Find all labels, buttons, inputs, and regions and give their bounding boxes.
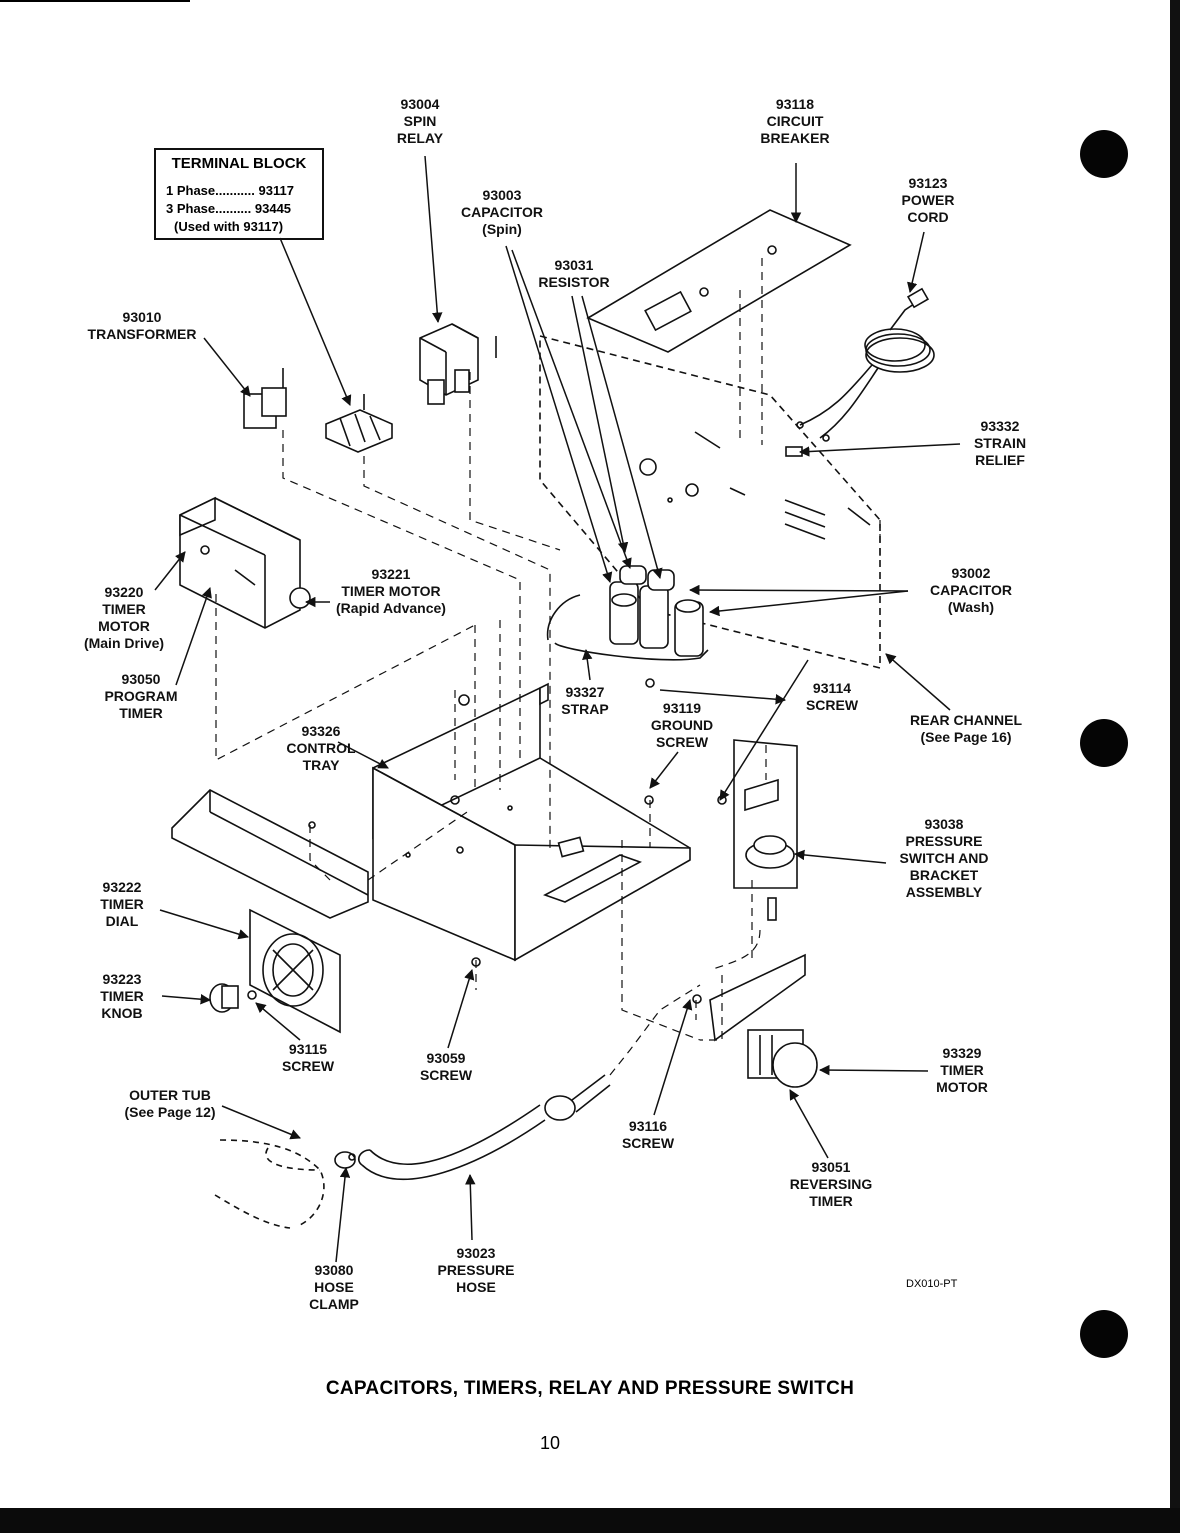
strain-relief bbox=[785, 446, 803, 457]
binder-hole-top bbox=[1080, 130, 1128, 178]
label-program-timer: 93050 PROGRAM TIMER bbox=[104, 671, 178, 721]
label-hose-clamp: 93080 HOSE CLAMP bbox=[309, 1262, 359, 1312]
label-spin-relay: 93004 SPIN RELAY bbox=[396, 96, 444, 146]
terminal-block-box: TERMINAL BLOCK 1 Phase........... 93117 … bbox=[154, 148, 324, 240]
terminal-block-row-3phase: 3 Phase.......... 93445 bbox=[166, 201, 292, 216]
binder-hole-bottom bbox=[1080, 1310, 1128, 1358]
timer-knob bbox=[209, 983, 257, 1013]
label-timer-motor-93329: 93329 TIMER MOTOR bbox=[936, 1045, 988, 1095]
hose-clamp bbox=[334, 1151, 356, 1169]
label-reversing-timer: 93051 REVERSING TIMER bbox=[789, 1159, 873, 1209]
capacitors bbox=[609, 565, 704, 657]
label-screw-93115: 93115 SCREW bbox=[281, 1041, 335, 1074]
screws bbox=[308, 678, 727, 1004]
transformer bbox=[243, 368, 287, 429]
label-outer-tub: OUTER TUB (See Page 12) bbox=[124, 1087, 216, 1120]
label-pressure-switch-assembly: 93038 PRESSURE SWITCH AND BRACKET ASSEMB… bbox=[899, 816, 989, 900]
top-rule bbox=[0, 0, 190, 2]
label-circuit-breaker: 93118 CIRCUIT BREAKER bbox=[760, 96, 830, 146]
binder-hole-middle bbox=[1080, 719, 1128, 767]
label-transformer: 93010 TRANSFORMER bbox=[87, 309, 197, 342]
leader-lines bbox=[154, 155, 961, 1263]
terminal-block-row-1phase: 1 Phase........... 93117 bbox=[166, 183, 294, 198]
circuit-breaker-panel bbox=[586, 209, 852, 353]
label-screw-93116: 93116 SCREW bbox=[621, 1118, 675, 1151]
label-timer-dial: 93222 TIMER DIAL bbox=[100, 879, 144, 929]
reversing-timer bbox=[709, 953, 818, 1088]
terminal-block-part bbox=[325, 394, 393, 453]
page-title: CAPACITORS, TIMERS, RELAY AND PRESSURE S… bbox=[325, 1378, 855, 1399]
label-capacitor-spin: 93003 CAPACITOR (Spin) bbox=[461, 187, 543, 237]
label-capacitor-wash: 93002 CAPACITOR (Wash) bbox=[930, 565, 1012, 615]
drawing-code: DX010-PT bbox=[906, 1278, 958, 1290]
label-strap: 93327 STRAP bbox=[561, 684, 609, 717]
label-timer-motor-main-drive: 93220 TIMER MOTOR (Main Drive) bbox=[83, 584, 165, 651]
label-ground-screw: 93119 GROUND SCREW bbox=[650, 700, 714, 750]
control-tray bbox=[372, 682, 691, 962]
front-panel bbox=[171, 789, 369, 919]
terminal-block-title: TERMINAL BLOCK bbox=[171, 155, 307, 172]
pressure-hose bbox=[358, 1074, 611, 1181]
pressure-switch-bracket bbox=[733, 739, 798, 921]
label-resistor: 93031 RESISTOR bbox=[538, 257, 610, 290]
spin-relay bbox=[419, 323, 497, 405]
label-rear-channel: REAR CHANNEL (See Page 16) bbox=[910, 712, 1022, 745]
rear-channel-details bbox=[639, 431, 871, 540]
label-power-cord: 93123 POWER CORD bbox=[901, 175, 955, 225]
power-cord bbox=[796, 287, 935, 442]
program-timer bbox=[179, 496, 311, 629]
label-pressure-hose: 93023 PRESSURE HOSE bbox=[437, 1245, 515, 1295]
strap bbox=[546, 594, 709, 661]
label-screw-93059: 93059 SCREW bbox=[419, 1050, 473, 1083]
page-number: 10 bbox=[539, 1433, 561, 1453]
terminal-block-row-note: (Used with 93117) bbox=[174, 219, 284, 234]
outer-tub bbox=[214, 1139, 325, 1229]
scan-edge-bottom bbox=[0, 1508, 1180, 1533]
scan-edge-right bbox=[1170, 0, 1180, 1533]
assembly-guide-lines bbox=[215, 258, 881, 1076]
label-timer-knob: 93223 TIMER KNOB bbox=[100, 971, 144, 1021]
label-timer-motor-rapid-advance: 93221 TIMER MOTOR (Rapid Advance) bbox=[336, 566, 446, 616]
label-control-tray: 93326 CONTROL TRAY bbox=[286, 723, 356, 773]
timer-dial bbox=[249, 908, 341, 1034]
label-screw-93114: 93114 SCREW bbox=[805, 680, 859, 713]
label-strain-relief: 93332 STRAIN RELIEF bbox=[973, 418, 1027, 468]
